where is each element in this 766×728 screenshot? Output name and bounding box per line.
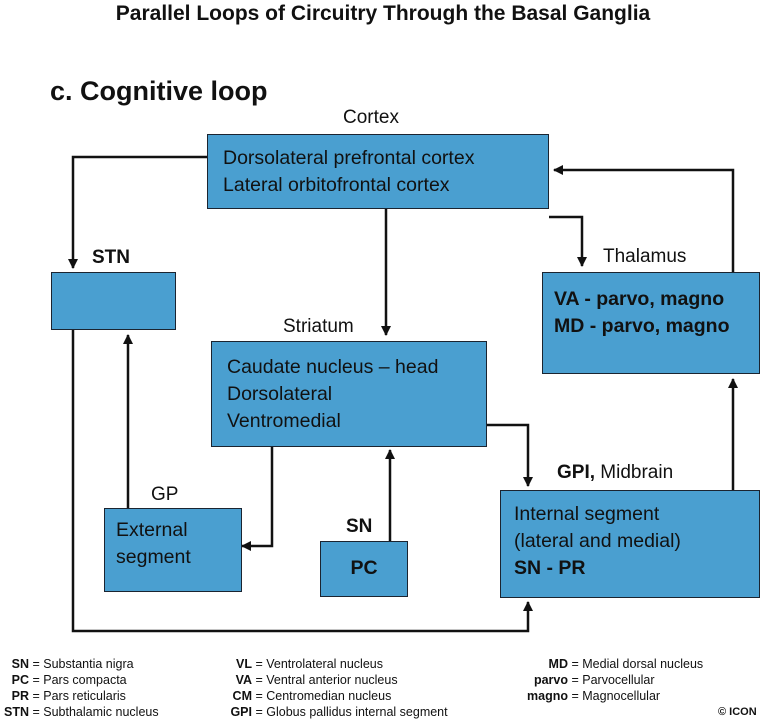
legend-item: VL = Ventrolateral nucleus — [236, 657, 383, 671]
gpi-midbrain-label: GPI, Midbrain — [557, 462, 673, 484]
cortex-box: Dorsolateral prefrontal cortex Lateral o… — [207, 134, 549, 209]
diagram-title: Parallel Loops of Circuitry Through the … — [115, 2, 651, 25]
legend-item: PR = Pars reticularis — [11, 689, 126, 703]
stn-box — [51, 272, 176, 330]
legend-item: CM = Centromedian nucleus — [232, 689, 392, 703]
legend-item: MD = Medial dorsal nucleus — [548, 657, 704, 671]
gpi-box-line-3: SN - PR — [514, 557, 586, 579]
arrow-thalamus-to-cortex — [553, 165, 735, 272]
legend-column-2: VL = Ventrolateral nucleus VA = Ventral … — [215, 656, 448, 720]
arrow-striatum-to-gpi — [487, 423, 533, 487]
legend-item: magno = Magnocellular — [527, 689, 661, 703]
gpi-box-line-2: (lateral and medial) — [514, 530, 681, 552]
midbrain-label: Midbrain — [595, 462, 674, 483]
stn-label: STN — [92, 247, 130, 268]
sn-box: PC — [320, 541, 408, 597]
thalamus-box-line-1: VA - parvo, magno — [554, 288, 725, 310]
striatum-box-line-3: Ventromedial — [227, 410, 341, 432]
arrow-cortex-to-stn — [68, 155, 207, 269]
legend-item: STN = Subthalamic nucleus — [4, 705, 159, 719]
legend-item: PC = Pars compacta — [11, 673, 127, 687]
gpi-box: Internal segment (lateral and medial) SN… — [500, 490, 760, 598]
cortex-label: Cortex — [343, 107, 399, 128]
gp-label: GP — [151, 484, 179, 505]
gpi-box-line-1: Internal segment — [514, 503, 660, 525]
legend-item: VA = Ventral anterior nucleus — [235, 673, 398, 687]
thalamus-box: VA - parvo, magno MD - parvo, magno — [542, 272, 760, 374]
cortex-box-line-2: Lateral orbitofrontal cortex — [223, 174, 450, 196]
arrow-striatum-to-gp — [241, 447, 274, 551]
legend-column-3: MD = Medial dorsal nucleus parvo = Parvo… — [510, 656, 703, 704]
copyright-logo: © ICON — [718, 706, 757, 718]
cortex-box-line-1: Dorsolateral prefrontal cortex — [223, 147, 475, 169]
legend-item: parvo = Parvocellular — [533, 673, 655, 687]
gp-box-line-2: segment — [116, 546, 191, 568]
legend-item: GPI = Globus pallidus internal segment — [230, 705, 448, 719]
sn-box-line-1: PC — [350, 557, 378, 579]
thalamus-label: Thalamus — [603, 246, 687, 267]
gp-box: External segment — [104, 508, 242, 592]
striatum-box: Caudate nucleus – head Dorsolateral Vent… — [211, 341, 487, 447]
arrow-stn-to-gpi — [71, 330, 533, 633]
gp-box-line-1: External — [116, 519, 188, 541]
arrow-cortex-to-thalamus — [549, 215, 587, 267]
legend-item: SN = Substantia nigra — [11, 657, 134, 671]
thalamus-box-line-2: MD - parvo, magno — [554, 315, 730, 337]
diagram-subtitle: c. Cognitive loop — [50, 76, 268, 106]
sn-label: SN — [346, 516, 373, 537]
legend-column-1: SN = Substantia nigra PC = Pars compacta… — [0, 656, 159, 720]
striatum-label: Striatum — [283, 316, 354, 337]
gpi-label: GPI, — [557, 462, 596, 483]
striatum-box-line-2: Dorsolateral — [227, 383, 333, 405]
striatum-box-line-1: Caudate nucleus – head — [227, 356, 439, 378]
